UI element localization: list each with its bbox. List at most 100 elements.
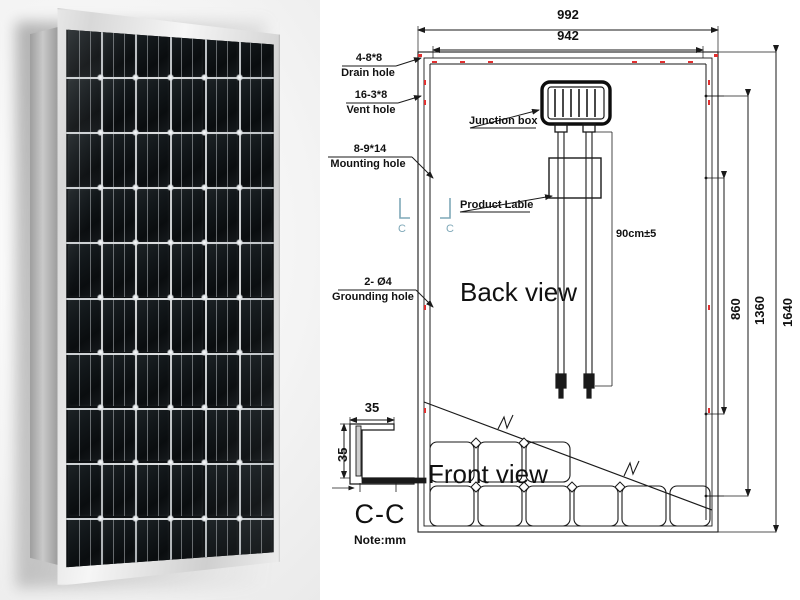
- dimension-1640: 1640: [780, 298, 795, 327]
- busbar-junction: [166, 349, 174, 357]
- callout-mounting-hole-spec: 8-9*14: [353, 143, 387, 155]
- solar-cell: [171, 463, 204, 517]
- section-width-35: 35: [364, 400, 380, 415]
- section-marker-left-label: C: [398, 223, 406, 235]
- busbar-junction: [201, 128, 209, 136]
- busbar-junction: [201, 349, 209, 357]
- label-back-view: Back view: [460, 277, 578, 307]
- dimension-860: 860: [728, 298, 743, 320]
- callout-grounding-hole-label: Grounding hole: [332, 291, 414, 303]
- solar-cell: [136, 463, 169, 517]
- busbar-junction: [166, 404, 174, 412]
- busbar-junction: [166, 514, 174, 522]
- busbar-junction: [97, 294, 105, 302]
- solar-cell: [171, 78, 204, 132]
- busbar-junction: [235, 294, 243, 302]
- callout-drain-hole-spec: 4-8*8: [355, 52, 383, 64]
- solar-cell: [171, 243, 204, 297]
- busbar-junction: [201, 238, 209, 246]
- dimension-outer-width: 992: [557, 7, 579, 22]
- solar-cell: [102, 29, 135, 77]
- busbar-junction: [201, 514, 209, 522]
- solar-cell: [68, 463, 101, 517]
- solar-cell: [136, 29, 169, 77]
- solar-cell: [68, 408, 101, 462]
- solar-cell: [136, 133, 169, 187]
- callout-grounding-hole-spec: 2- Ø4: [364, 276, 392, 288]
- solar-cell: [205, 133, 238, 187]
- solar-cell: [171, 298, 204, 352]
- busbar-junction: [235, 349, 243, 357]
- solar-cell: [102, 243, 135, 297]
- solar-cell: [102, 353, 135, 407]
- technical-drawing: 992 942 4-8*8 Drain hole 16-3*8 Vent hol…: [320, 0, 800, 600]
- solar-cell: [68, 518, 101, 568]
- label-product-label: Product Lable: [460, 199, 534, 211]
- solar-cell: [102, 133, 135, 187]
- solar-cell: [68, 78, 101, 132]
- busbar-junction: [166, 238, 174, 246]
- busbar-junction: [201, 294, 209, 302]
- busbar-junction: [201, 73, 209, 81]
- busbar-junction: [131, 514, 139, 522]
- solar-module: [16, 8, 280, 588]
- solar-cell: [68, 188, 101, 242]
- solar-cell: [205, 408, 238, 462]
- busbar-junction: [235, 128, 243, 136]
- section-note-mm: Note:mm: [353, 533, 406, 547]
- solar-cell: [239, 353, 272, 407]
- solar-cell: [171, 133, 204, 187]
- solar-cell: [136, 243, 169, 297]
- solar-cell: [239, 78, 272, 132]
- solar-cell: [68, 29, 101, 77]
- solar-cell: [205, 243, 238, 297]
- section-title-cc: C-C: [354, 499, 406, 529]
- solar-cell: [239, 243, 272, 297]
- busbar-junction: [201, 459, 209, 467]
- solar-cell: [68, 243, 101, 297]
- busbar-junction: [97, 459, 105, 467]
- solar-cell: [239, 133, 272, 187]
- busbar-junction: [235, 514, 243, 522]
- module-glass-laminate: [66, 29, 274, 568]
- solar-cell: [239, 408, 272, 462]
- solar-cell: [102, 463, 135, 517]
- solar-panel-photo: [0, 0, 320, 600]
- busbar-junction: [235, 404, 243, 412]
- solar-cell: [239, 188, 272, 242]
- busbar-junction: [131, 459, 139, 467]
- busbar-junction: [131, 73, 139, 81]
- solar-cell: [102, 518, 135, 568]
- solar-cell: [68, 298, 101, 352]
- callout-vent-hole-label: Vent hole: [346, 104, 396, 116]
- solar-cell: [102, 408, 135, 462]
- busbar-junction: [166, 294, 174, 302]
- solar-cell: [171, 408, 204, 462]
- busbar-junction: [235, 238, 243, 246]
- busbar-junction: [97, 73, 105, 81]
- busbar-junction: [235, 73, 243, 81]
- solar-cell: [205, 353, 238, 407]
- busbar-junction: [201, 183, 209, 191]
- busbar-junction: [166, 73, 174, 81]
- label-junction-box: Junction box: [469, 115, 538, 127]
- busbar-junction: [131, 349, 139, 357]
- solar-cell: [102, 188, 135, 242]
- busbar-junction: [97, 183, 105, 191]
- section-height-35: 35: [335, 447, 350, 462]
- hole-markers: [418, 54, 718, 413]
- solar-cell: [205, 298, 238, 352]
- dimension-cable-length: 90cm±5: [616, 228, 657, 240]
- busbar-junction: [235, 459, 243, 467]
- busbar-junction: [131, 238, 139, 246]
- solar-cell: [102, 78, 135, 132]
- busbar-junction: [166, 183, 174, 191]
- busbar-junction: [97, 349, 105, 357]
- solar-cell: [239, 463, 272, 517]
- solar-cell: [239, 298, 272, 352]
- busbar-junction: [97, 404, 105, 412]
- solar-cell: [171, 188, 204, 242]
- busbar-junction: [131, 294, 139, 302]
- busbar-junction: [166, 459, 174, 467]
